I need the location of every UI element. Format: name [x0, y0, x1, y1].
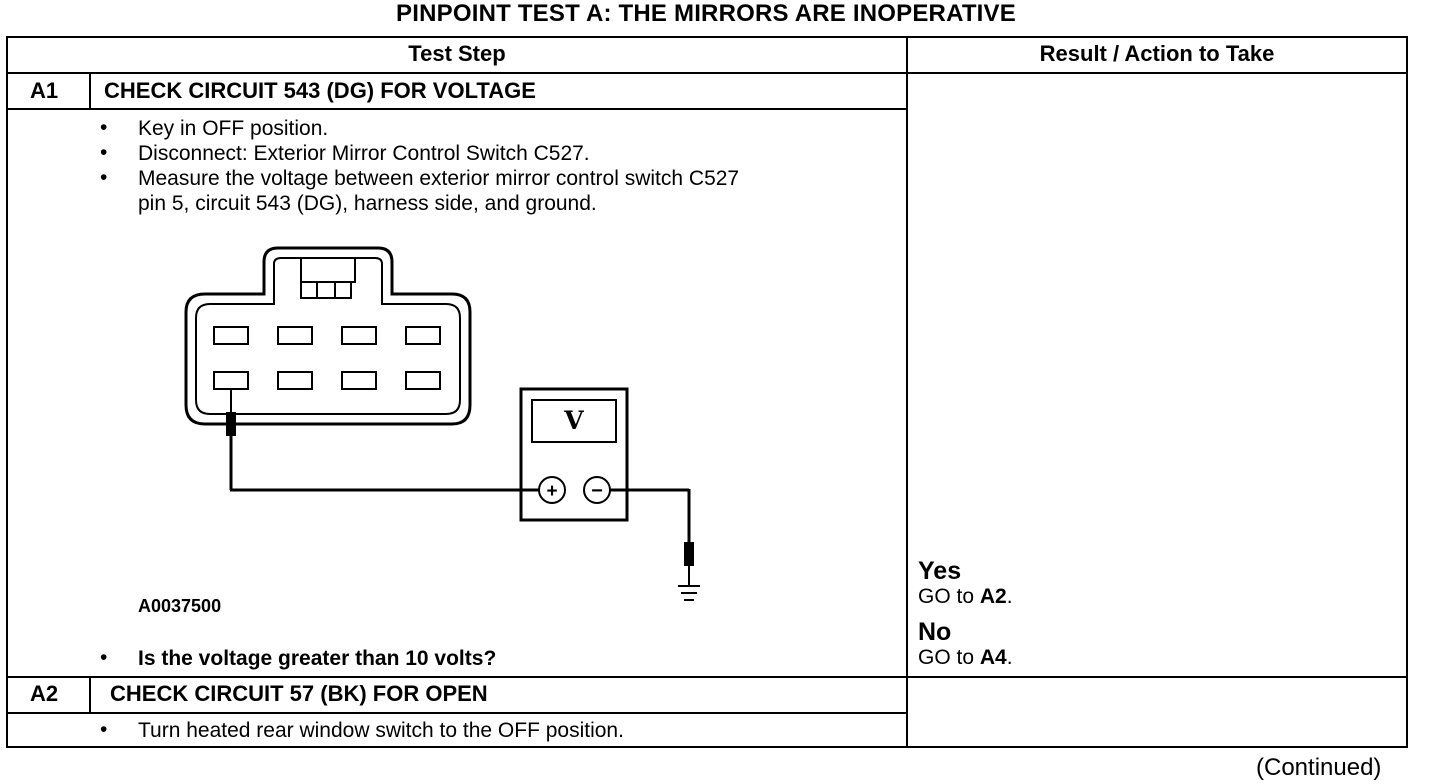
answer-no-go: GO to — [918, 646, 975, 669]
a2-bullet-1: Turn heated rear window switch to the OF… — [138, 719, 624, 742]
step-heading-a1: CHECK CIRCUIT 543 (DG) FOR VOLTAGE — [104, 78, 536, 103]
connector-c527-icon — [184, 246, 472, 426]
answer-no-suffix: . — [1006, 646, 1013, 669]
answer-no-label: No — [918, 618, 952, 646]
a1-bullet-1: Key in OFF position. — [138, 117, 329, 140]
a1-row-bottom — [6, 676, 1408, 678]
bullet-icon: • — [100, 646, 108, 669]
a2-id-divider — [89, 676, 91, 714]
a1-id-divider — [89, 72, 91, 110]
answer-yes-target-link[interactable]: A2 — [979, 585, 1007, 608]
table-border-top — [6, 36, 1408, 38]
plus-terminal-label: + — [546, 481, 557, 502]
continued-note: (Continued) — [1256, 754, 1382, 781]
step-heading-a2: CHECK CIRCUIT 57 (BK) FOR OPEN — [110, 681, 488, 706]
a1-bullet-3-line2: pin 5, circuit 543 (DG), harness side, a… — [138, 192, 597, 215]
positive-test-lead — [226, 389, 540, 492]
meter-display-label: V — [563, 406, 584, 435]
figure-reference-code: A0037500 — [138, 596, 221, 616]
bullet-icon: • — [100, 141, 108, 164]
bullet-icon: • — [100, 166, 108, 189]
a2-heading-bottom — [6, 712, 908, 714]
answer-yes-action: GO to A2. — [918, 585, 1013, 609]
ground-symbol-icon — [678, 585, 700, 601]
bullet-icon: • — [100, 116, 108, 139]
column-divider — [906, 36, 908, 748]
table-border-right — [1406, 36, 1408, 748]
a1-bullet-3-line1: Measure the voltage between exterior mir… — [138, 167, 740, 190]
answer-yes-go: GO to — [918, 585, 975, 608]
header-test-step: Test Step — [408, 41, 506, 66]
a1-heading-bottom — [6, 108, 908, 110]
table-border-left — [6, 36, 8, 748]
answer-no-target-link[interactable]: A4 — [979, 646, 1007, 669]
header-result-action: Result / Action to Take — [1039, 41, 1275, 66]
a1-question: Is the voltage greater than 10 volts? — [138, 647, 497, 670]
a1-bullet-2: Disconnect: Exterior Mirror Control Swit… — [138, 142, 590, 165]
step-id-a2: A2 — [30, 681, 59, 706]
answer-yes-suffix: . — [1006, 585, 1013, 608]
minus-terminal-label: − — [591, 480, 603, 502]
table-header-bottom — [6, 72, 1408, 74]
table-border-bottom — [6, 746, 1408, 748]
negative-test-lead — [610, 488, 694, 586]
step-id-a1: A1 — [30, 78, 59, 103]
answer-no-action: GO to A4. — [918, 646, 1013, 670]
bullet-icon: • — [100, 718, 108, 741]
answer-yes-label: Yes — [918, 557, 962, 585]
page-title: PINPOINT TEST A: THE MIRRORS ARE INOPERA… — [396, 0, 1016, 27]
voltmeter-icon: V + − — [519, 387, 629, 522]
